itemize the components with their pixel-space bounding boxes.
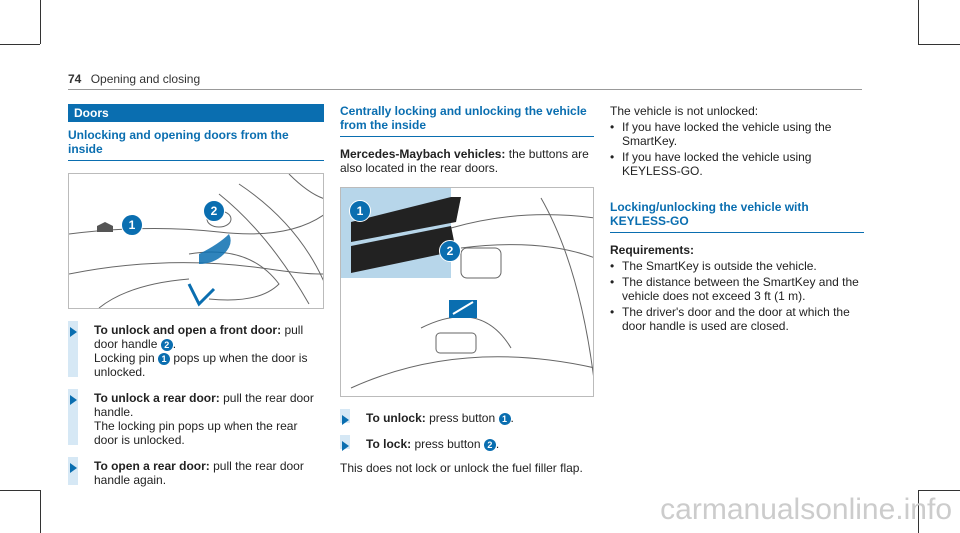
- callout-number: 2: [483, 438, 496, 451]
- instruction-step: To open a rear door: pull the rear door …: [68, 457, 324, 487]
- list-item: The SmartKey is outside the vehicle.: [610, 259, 864, 273]
- section-title: Opening and closing: [90, 72, 201, 86]
- intro-text: The vehicle is not unlocked:: [610, 104, 759, 118]
- step-arrow-icon: [340, 409, 350, 425]
- step-text: .: [510, 411, 514, 425]
- callout-number: 2: [160, 338, 173, 351]
- crop-mark: [40, 0, 41, 44]
- lock-buttons-illustration: [341, 188, 593, 389]
- step-text: .: [495, 437, 500, 451]
- instruction-step: To unlock: press button 1.: [340, 409, 594, 425]
- list-item: The driver's door and the door at which …: [610, 305, 864, 333]
- step-text: press button: [411, 437, 484, 451]
- crop-mark: [918, 44, 960, 45]
- crop-mark: [0, 44, 40, 45]
- list-item: If you have locked the vehicle using the…: [610, 120, 864, 148]
- figure-callout: 1: [349, 200, 371, 222]
- subhead-unlocking-doors: Unlocking and opening doors from the ins…: [68, 128, 324, 161]
- column-doors: Doors Unlocking and opening doors from t…: [68, 104, 324, 487]
- intro-bold: Mercedes-Maybach vehicles:: [340, 147, 506, 161]
- crop-mark: [918, 0, 919, 44]
- step-bold: To lock:: [366, 437, 412, 451]
- instruction-step: To unlock and open a front door: pull do…: [68, 321, 324, 379]
- step-text: .: [172, 337, 177, 351]
- column-central-locking: Centrally locking and unlocking the vehi…: [340, 104, 594, 475]
- crop-mark: [0, 490, 40, 491]
- callout-number: 1: [158, 352, 171, 365]
- subhead-central-locking: Centrally locking and unlocking the vehi…: [340, 104, 594, 137]
- step-note: Locking pin: [94, 351, 159, 365]
- step-text: pull the rear door handle again.: [94, 459, 304, 487]
- door-handle-figure: 1 2: [68, 173, 324, 309]
- figure-callout: 1: [121, 214, 143, 236]
- step-text: pull the rear door handle.: [94, 391, 314, 419]
- crop-mark: [40, 490, 41, 533]
- subhead-keyless-go: Locking/unlocking the vehicle with KEYLE…: [610, 200, 864, 233]
- watermark: carmanualsonline.info: [660, 493, 952, 526]
- section-bar-title: Doors: [68, 104, 324, 122]
- step-note: The locking pin pops up when the rear do…: [94, 419, 298, 447]
- list-item: If you have locked the vehicle using KEY…: [610, 150, 864, 178]
- requirements-title: Requirements:: [610, 243, 695, 257]
- instruction-step: To lock: press button 2.: [340, 435, 594, 451]
- footer-note: This does not lock or unlock the fuel fi…: [340, 461, 583, 475]
- instruction-step: To unlock a rear door: pull the rear doo…: [68, 389, 324, 447]
- callout-number: 1: [498, 412, 511, 425]
- step-bold: To open a rear door:: [94, 459, 210, 473]
- lock-buttons-figure: 1 2: [340, 187, 594, 397]
- step-note: pops up when the door is unlocked.: [94, 351, 308, 379]
- step-arrow-icon: [68, 321, 78, 377]
- header-divider: [68, 89, 862, 90]
- step-arrow-icon: [340, 435, 350, 451]
- step-bold: To unlock and open a front door:: [94, 323, 282, 337]
- step-text: pull door handle: [94, 323, 304, 351]
- step-bold: To unlock:: [366, 411, 426, 425]
- step-text: press button: [425, 411, 499, 425]
- column-keyless-go: The vehicle is not unlocked: If you have…: [610, 104, 864, 333]
- step-arrow-icon: [68, 457, 78, 485]
- list-item: The distance between the SmartKey and th…: [610, 275, 864, 303]
- intro-text: the buttons are also located in the rear…: [340, 147, 589, 175]
- step-bold: To unlock a rear door:: [94, 391, 220, 405]
- crop-mark: [918, 490, 919, 533]
- figure-callout: 2: [203, 200, 225, 222]
- page-header: 74 Opening and closing: [68, 72, 200, 86]
- page-number: 74: [68, 72, 82, 86]
- figure-callout: 2: [439, 240, 461, 262]
- crop-mark: [918, 490, 960, 491]
- step-arrow-icon: [68, 389, 78, 445]
- door-interior-illustration: [69, 174, 323, 308]
